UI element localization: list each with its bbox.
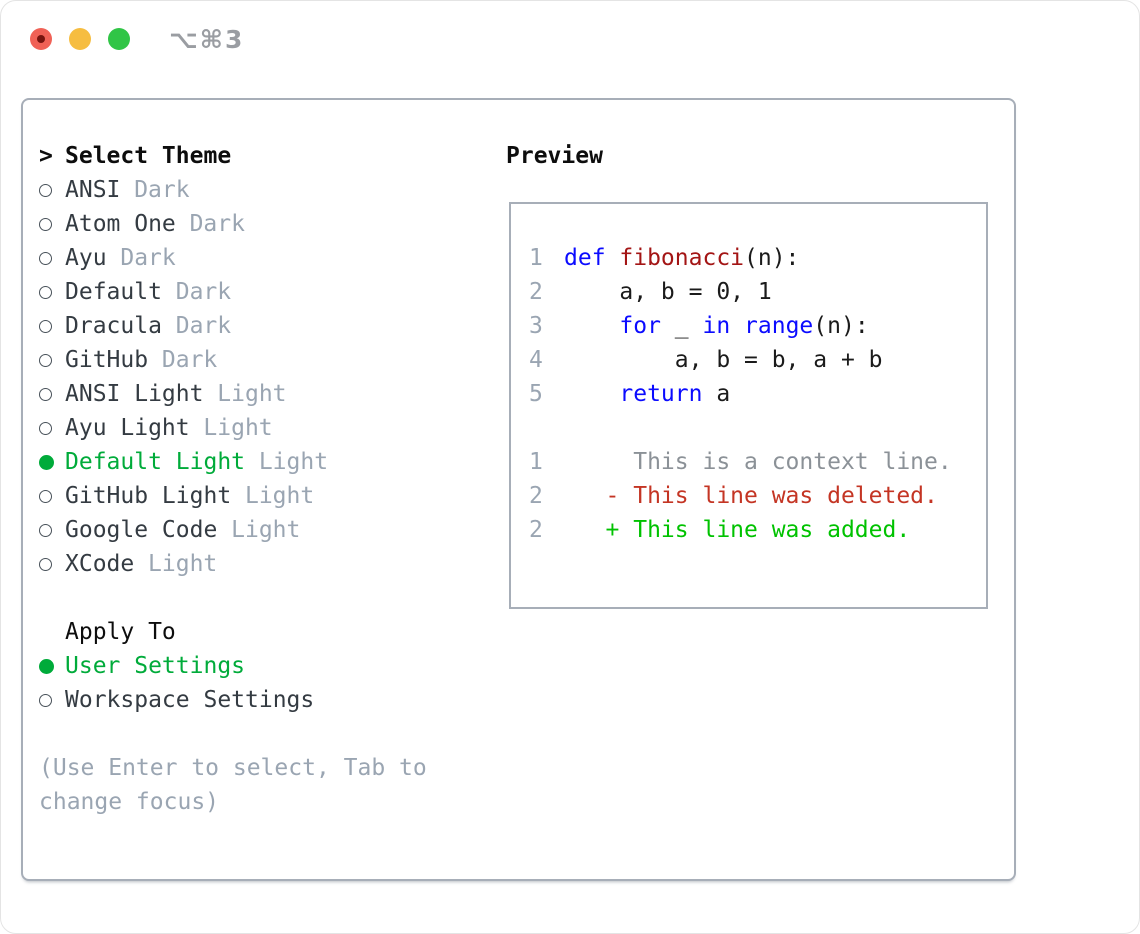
code-text: - This line was deleted.	[564, 483, 938, 509]
theme-variant-badge: Dark	[134, 177, 190, 203]
theme-variant-badge: Dark	[175, 279, 232, 305]
radio-unselected-icon	[39, 319, 52, 333]
code-text: for _ in range(n):	[619, 313, 869, 339]
theme-option-ansi-dark[interactable]: ANSI Dark	[39, 173, 479, 207]
radio-unselected-icon	[39, 557, 52, 571]
theme-variant-badge: Dark	[189, 211, 245, 237]
theme-option-ansi-light-light[interactable]: ANSI Light Light	[39, 377, 479, 411]
spacer	[39, 717, 479, 751]
theme-option-dracula-dark[interactable]: Dracula Dark	[39, 309, 479, 343]
theme-option-default-dark[interactable]: Default Dark	[39, 275, 479, 309]
code-line: 4 a, b = b, a + b	[529, 343, 986, 377]
theme-variant-badge: Light	[203, 415, 273, 441]
window-shortcut-label: ⌥⌘3	[169, 24, 245, 54]
theme-name: ANSI	[65, 177, 121, 203]
code-text: This is a context line.	[564, 449, 952, 475]
radio-unselected-icon	[39, 217, 52, 231]
theme-variant-badge: Light	[148, 551, 218, 577]
theme-option-xcode-light[interactable]: XCode Light	[39, 547, 479, 581]
theme-name: GitHub	[65, 347, 149, 373]
theme-name: Atom One	[65, 211, 176, 237]
code-line: 2 + This line was added.	[529, 513, 986, 547]
spacer	[39, 581, 479, 615]
select-theme-heading: > Select Theme	[39, 139, 479, 173]
radio-unselected-icon	[39, 251, 52, 265]
apply-to-title: Apply To	[65, 619, 176, 645]
apply-option-user-settings[interactable]: User Settings	[39, 649, 479, 683]
line-number: 1	[529, 449, 543, 475]
radio-unselected-icon	[39, 387, 52, 401]
apply-option-label: User Settings	[65, 653, 246, 679]
code-line: 5 return a	[529, 377, 986, 411]
theme-variant-badge: Light	[217, 381, 287, 407]
theme-option-atom-one-dark[interactable]: Atom One Dark	[39, 207, 479, 241]
radio-unselected-icon	[39, 693, 52, 707]
theme-option-ayu-light-light[interactable]: Ayu Light Light	[39, 411, 479, 445]
radio-selected-icon	[39, 454, 54, 470]
theme-name: Dracula	[65, 313, 162, 339]
radio-unselected-icon	[39, 285, 52, 299]
line-number: 1	[529, 245, 543, 271]
line-number: 4	[529, 347, 543, 373]
theme-option-ayu-dark[interactable]: Ayu Dark	[39, 241, 479, 275]
code-text: + This line was added.	[564, 517, 911, 543]
theme-variant-badge: Dark	[175, 313, 232, 339]
code-text: a, b = b, a + b	[564, 347, 883, 373]
preview-heading: Preview	[506, 143, 603, 169]
theme-name: XCode	[65, 551, 135, 577]
select-theme-title: Select Theme	[65, 143, 232, 169]
code-line: 2 a, b = 0, 1	[529, 275, 986, 309]
close-button[interactable]	[30, 28, 52, 50]
apply-option-workspace-settings[interactable]: Workspace Settings	[39, 683, 479, 717]
minimize-button[interactable]	[69, 28, 91, 50]
prompt-icon: >	[39, 143, 53, 169]
line-number: 2	[529, 483, 543, 509]
line-number: 3	[529, 313, 543, 339]
code-line: 2 - This line was deleted.	[529, 479, 986, 513]
theme-variant-badge: Light	[258, 449, 329, 475]
theme-option-github-light-light[interactable]: GitHub Light Light	[39, 479, 479, 513]
code-text: return a	[619, 381, 731, 407]
apply-option-label: Workspace Settings	[65, 687, 315, 713]
code-text: a, b = 0, 1	[564, 279, 772, 305]
zoom-button[interactable]	[108, 28, 130, 50]
theme-name: GitHub Light	[65, 483, 232, 509]
theme-name: Default Light	[65, 449, 246, 475]
theme-name: Ayu Light	[65, 415, 190, 441]
titlebar: ⌥⌘3	[30, 24, 245, 54]
code-line: 1 This is a context line.	[529, 445, 986, 479]
theme-option-default-light-light[interactable]: Default Light Light	[39, 445, 479, 479]
theme-option-github-dark[interactable]: GitHub Dark	[39, 343, 479, 377]
theme-variant-badge: Dark	[120, 245, 176, 271]
radio-unselected-icon	[39, 523, 52, 537]
line-number: 5	[529, 381, 543, 407]
line-number: 2	[529, 279, 543, 305]
theme-name: Default	[65, 279, 162, 305]
theme-name: ANSI Light	[65, 381, 204, 407]
code-line: 1 def fibonacci(n):	[529, 241, 986, 275]
code-text: def fibonacci(n):	[564, 245, 800, 271]
code-line: 3 for _ in range(n):	[529, 309, 986, 343]
theme-name: Google Code	[65, 517, 218, 543]
theme-name: Ayu	[65, 245, 107, 271]
line-number: 2	[529, 517, 543, 543]
hint-text: (Use Enter to select, Tab to change focu…	[39, 755, 427, 815]
theme-variant-badge: Light	[244, 483, 315, 509]
apply-to-heading: Apply To	[39, 615, 479, 649]
radio-unselected-icon	[39, 421, 52, 435]
radio-unselected-icon	[39, 353, 52, 367]
blank-line	[529, 411, 986, 445]
theme-variant-badge: Dark	[161, 347, 218, 373]
theme-option-google-code-light[interactable]: Google Code Light	[39, 513, 479, 547]
radio-unselected-icon	[39, 489, 52, 503]
radio-unselected-icon	[39, 183, 52, 197]
theme-variant-badge: Light	[231, 517, 301, 543]
radio-selected-icon	[39, 658, 54, 674]
